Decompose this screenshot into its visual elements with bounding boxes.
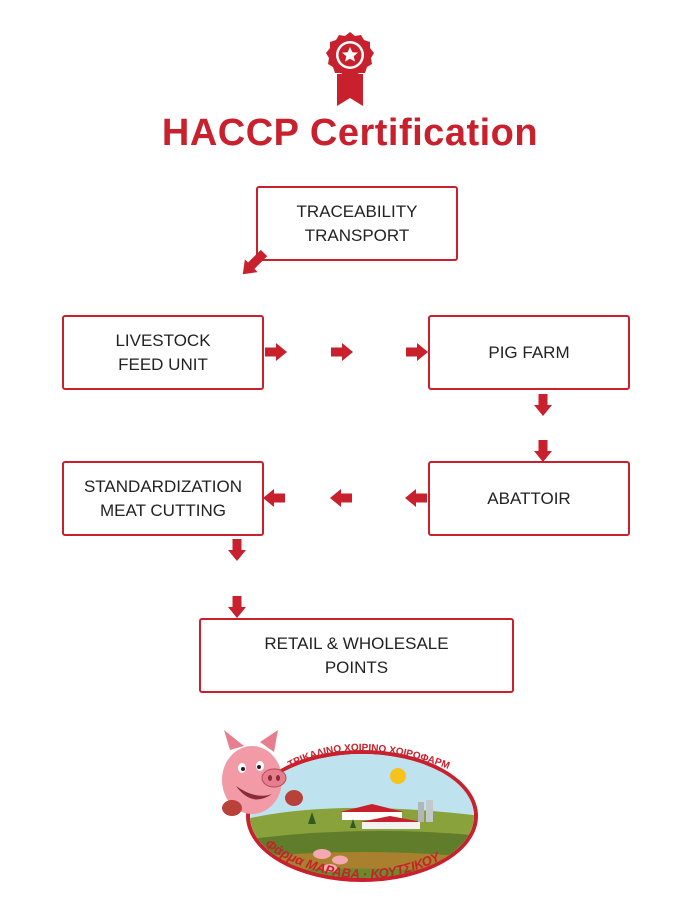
box-label-line2: MEAT CUTTING	[100, 500, 226, 520]
box-label-line1: TRACEABILITY	[296, 201, 418, 221]
standardization-meat-cutting-box: STANDARDIZATION MEAT CUTTING	[62, 461, 264, 536]
page-title: HACCP Certification	[161, 112, 539, 154]
box-label-line2: POINTS	[324, 657, 389, 677]
farm-logo: ΤΡΙΚΑΛΙΝΟ ΧΟΙΡΙΝΟ ΧΟΙΡΟΦΑΡΜ Φάρμα ΜΑΡΑΒΑ…	[222, 730, 478, 882]
arrow-down-1	[534, 394, 552, 416]
box-label-line2: TRANSPORT	[304, 225, 410, 245]
box-label-line1: PIG FARM	[488, 342, 570, 362]
arrow-left-1	[405, 489, 427, 507]
abattoir-box: ABATTOIR	[428, 461, 630, 536]
box-label-line1: STANDARDIZATION	[83, 476, 243, 496]
pig-farm-box: PIG FARM	[428, 315, 630, 390]
traceability-transport-box: TRACEABILITY TRANSPORT	[256, 186, 458, 261]
livestock-feed-unit-box: LIVESTOCK FEED UNIT	[62, 315, 264, 390]
arrow-down-3	[228, 539, 246, 561]
arrow-left-2	[330, 489, 352, 507]
box-label-line1: LIVESTOCK	[115, 330, 211, 350]
retail-wholesale-box: RETAIL & WHOLESALE POINTS	[199, 618, 514, 693]
box-label-line2: FEED UNIT	[118, 354, 208, 374]
award-ribbon-icon	[326, 32, 374, 106]
arrow-down-4	[228, 596, 246, 618]
arrow-right-2	[331, 343, 353, 361]
pig-mascot	[222, 730, 303, 816]
arrow-left-3	[263, 489, 285, 507]
arrow-right-1	[265, 343, 287, 361]
arrow-down-2	[534, 440, 552, 462]
box-label-line1: ABATTOIR	[487, 488, 571, 508]
box-label-line1: RETAIL & WHOLESALE	[264, 633, 449, 653]
arrow-diagonal	[242, 249, 268, 275]
arrow-right-3	[406, 343, 428, 361]
